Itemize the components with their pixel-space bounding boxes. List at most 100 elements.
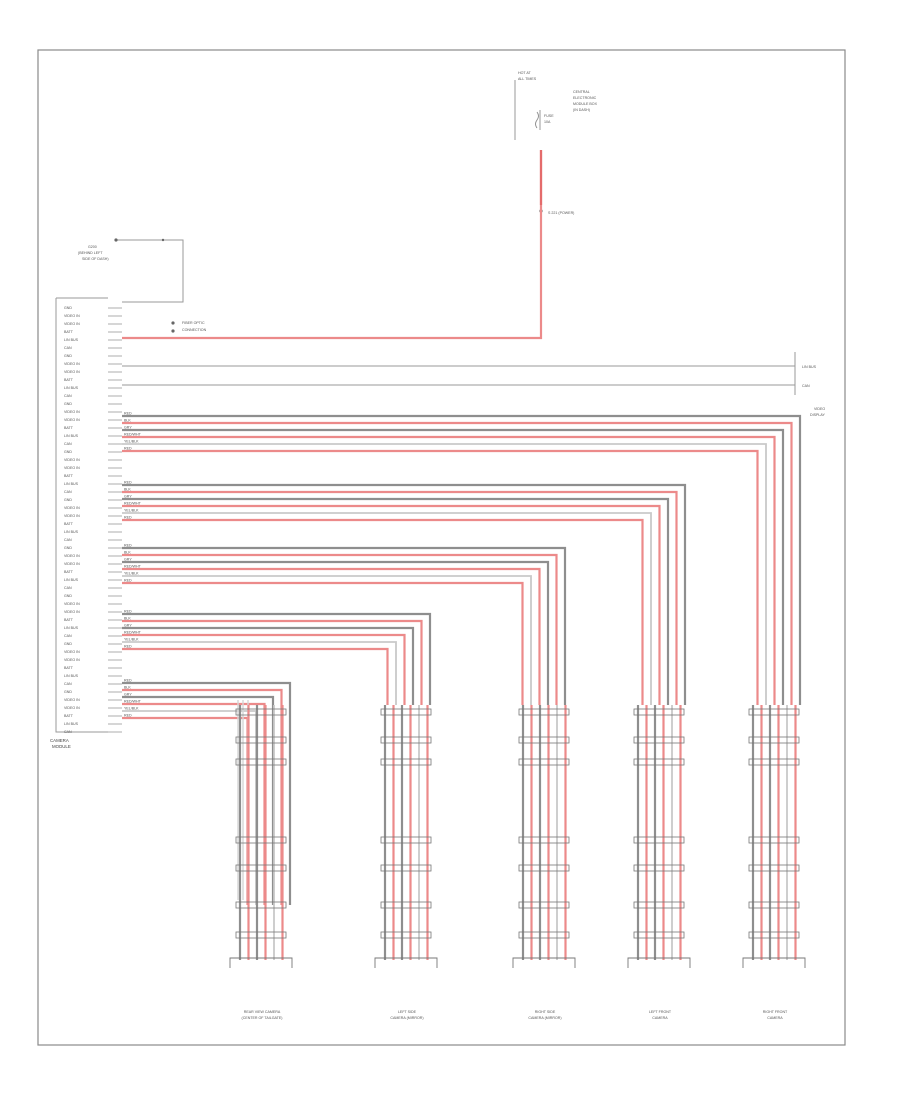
inline-connector: [518, 836, 570, 844]
harness-wire: [122, 414, 802, 705]
module-pin-label: VIDEO IN: [64, 418, 80, 422]
inline-connector: [633, 736, 685, 744]
module-pin-label: VIDEO IN: [64, 314, 80, 318]
inline-connector: [633, 758, 685, 766]
module-pin-label: LIN BUS: [64, 530, 79, 534]
harness-wire: [122, 626, 415, 705]
module-pin-label: VIDEO IN: [64, 562, 80, 566]
camera-name-line1: LEFT FRONT: [649, 1010, 672, 1014]
inline-connector: [235, 901, 287, 909]
inline-connector: [235, 836, 287, 844]
module-pin-label: LIN BUS: [64, 722, 79, 726]
inline-connector: [518, 758, 570, 766]
harness-wire: [122, 518, 644, 705]
wire-color-label: GRY: [124, 624, 132, 628]
camera-name-line1: LEFT SIDE: [398, 1010, 417, 1014]
display-label: DISPLAY: [810, 413, 826, 417]
ground-loop: G200 (BEHIND LEFT SIDE OF DASH): [78, 238, 184, 303]
module-pin-labels: GND VIDEO IN VIDEO IN BATT LIN BUS CAN GND VIDE…: [64, 306, 122, 734]
module-pin-label: VIDEO IN: [64, 362, 80, 366]
module-pin-label: VIDEO IN: [64, 602, 80, 606]
wire-color-label: BLK: [124, 488, 131, 492]
harness-wire: [122, 681, 292, 905]
harness-wire: [122, 512, 652, 705]
wire-color-label: GRY: [124, 426, 132, 430]
fuse-icon: [535, 110, 541, 130]
harness-wire: [122, 647, 389, 705]
camera-connector-group: REAR VIEW CAMERA (CENTER OF TAILGATE): [229, 705, 293, 1020]
camera-name-line2: CAMERA: [652, 1016, 668, 1020]
inline-connector: [633, 931, 685, 939]
inline-connector: [380, 901, 432, 909]
fuse-label: FUSE: [544, 114, 554, 118]
module-pin-label: GND: [64, 402, 72, 406]
harness-wire: [122, 695, 275, 905]
inline-connector: [380, 931, 432, 939]
wire-color-label: GRY: [124, 693, 132, 697]
harness-wire: [122, 612, 432, 705]
wire-color-label: RED/WHT: [124, 502, 142, 506]
module-pin-label: LIN BUS: [64, 626, 79, 630]
wire-color-label: RED: [124, 714, 132, 718]
inline-connector: [748, 901, 800, 909]
inline-connector: [380, 864, 432, 872]
wire-color-label: BLK: [124, 551, 131, 555]
module-pin-label: CAN: [64, 442, 72, 446]
camera-name-line1: RIGHT FRONT: [763, 1010, 788, 1014]
inline-connector: [748, 836, 800, 844]
wire-color-label: RED/WHT: [124, 565, 142, 569]
module-pin-label: GND: [64, 546, 72, 550]
module-pin-label: VIDEO IN: [64, 410, 80, 414]
inline-connector: [748, 931, 800, 939]
inline-connector: [380, 758, 432, 766]
module-pin-label: GND: [64, 498, 72, 502]
inline-connector: [748, 864, 800, 872]
fiber-optic-note: FIBER OPTIC CONNECTION: [171, 321, 207, 333]
inline-connector: [633, 864, 685, 872]
inline-connector: [380, 736, 432, 744]
module-pin-label: VIDEO IN: [64, 458, 80, 462]
module-pin-label: BATT: [64, 714, 74, 718]
inline-connector: [518, 864, 570, 872]
wire-color-label: RED: [124, 447, 132, 451]
diagram-frame: [37, 49, 846, 1046]
inline-connector: [380, 708, 432, 716]
ground-line1: G200: [88, 245, 97, 249]
bus-lines: LIN BUS CAN VIDEO DISPLAY: [122, 352, 826, 417]
module-pin-label: VIDEO IN: [64, 322, 80, 326]
wire-color-label: BLK: [124, 617, 131, 621]
module-pin-label: BATT: [64, 378, 74, 382]
camera-name-line1: REAR VIEW CAMERA: [244, 1010, 281, 1014]
module-pin-label: CAN: [64, 586, 72, 590]
camera-connector-bracket: [627, 957, 691, 968]
module-pin-label: BATT: [64, 618, 74, 622]
fiber-line2: CONNECTION: [182, 328, 207, 332]
module-pin-label: BATT: [64, 522, 74, 526]
module-pin-label: LIN BUS: [64, 434, 79, 438]
camera-name-line2: (CENTER OF TAILGATE): [242, 1016, 283, 1020]
camera-connector-group: LEFT FRONT CAMERA: [627, 705, 691, 1020]
inline-connector: [748, 708, 800, 716]
inline-connector: [748, 758, 800, 766]
fuse-box-line1: CENTRAL: [573, 90, 590, 94]
module-pin-label: VIDEO IN: [64, 650, 80, 654]
harness-wire: [122, 581, 524, 705]
harness-wire: [122, 560, 550, 705]
wire-color-label: RED/WHT: [124, 700, 142, 704]
wire-color-label: YEL/BLK: [124, 707, 139, 711]
module-pin-label: LIN BUS: [64, 386, 79, 390]
module-pin-label: BATT: [64, 666, 74, 670]
module-pin-label: CAN: [64, 730, 72, 734]
module-pin-label: VIDEO IN: [64, 706, 80, 710]
module-pin-label: GND: [64, 354, 72, 358]
wire-color-label: RED: [124, 516, 132, 520]
module-pin-label: BATT: [64, 570, 74, 574]
module-name-line1: CAMERA: [50, 738, 69, 743]
module-pin-label: CAN: [64, 346, 72, 350]
module-pin-label: LIN BUS: [64, 578, 79, 582]
harness-wire: [122, 633, 406, 705]
fiber-line1: FIBER OPTIC: [182, 321, 205, 325]
harness-wire: [122, 504, 661, 705]
module-pin-label: BATT: [64, 426, 74, 430]
